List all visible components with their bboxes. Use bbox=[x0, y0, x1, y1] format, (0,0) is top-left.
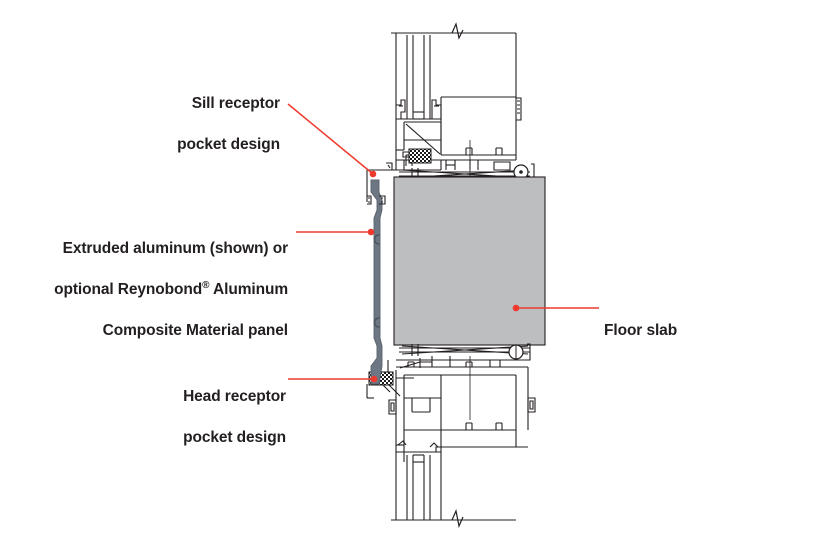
sill-leader bbox=[287, 103, 377, 178]
callout-head-line2: pocket design bbox=[183, 428, 286, 446]
head-leader bbox=[288, 375, 378, 383]
callout-sill-line1: Sill receptor bbox=[191, 94, 280, 112]
panel-bottom-return bbox=[366, 383, 391, 399]
extruded-aluminum-panel bbox=[370, 179, 383, 385]
break-mark-c-upper bbox=[373, 234, 380, 245]
callout-floor-slab: Floor slab bbox=[604, 300, 764, 362]
callout-sill-line2: pocket design bbox=[177, 135, 280, 153]
callout-aluminum-panel: Extruded aluminum (shown) or optional Re… bbox=[20, 218, 288, 362]
sill-sealant-hatch bbox=[408, 148, 432, 164]
callout-head-line1: Head receptor bbox=[183, 387, 286, 405]
lower-flashing bbox=[399, 343, 531, 361]
slab-leader bbox=[512, 304, 599, 312]
callout-panel-line2-b: Aluminum bbox=[209, 280, 288, 298]
panel-leader bbox=[296, 228, 375, 236]
callout-panel-line3: Composite Material panel bbox=[102, 322, 288, 340]
callout-panel-line1: Extruded aluminum (shown) or bbox=[62, 239, 289, 257]
break-mark-c-lower bbox=[373, 317, 380, 328]
floor-slab bbox=[393, 176, 546, 346]
lower-window-assembly bbox=[374, 356, 536, 528]
registered-trademark-icon: ® bbox=[202, 279, 210, 291]
callout-slab-line1: Floor slab bbox=[604, 321, 678, 339]
panel-break-marks bbox=[373, 234, 380, 328]
panel-top-return bbox=[366, 162, 396, 205]
callout-sill-receptor: Sill receptor pocket design bbox=[150, 73, 280, 176]
callout-panel-line2-a: optional Reynobond bbox=[54, 280, 203, 298]
leader-lines bbox=[287, 103, 599, 383]
callout-panel-line2: optional Reynobond® Aluminum bbox=[20, 280, 288, 301]
callout-head-receptor: Head receptor pocket design bbox=[140, 366, 286, 469]
